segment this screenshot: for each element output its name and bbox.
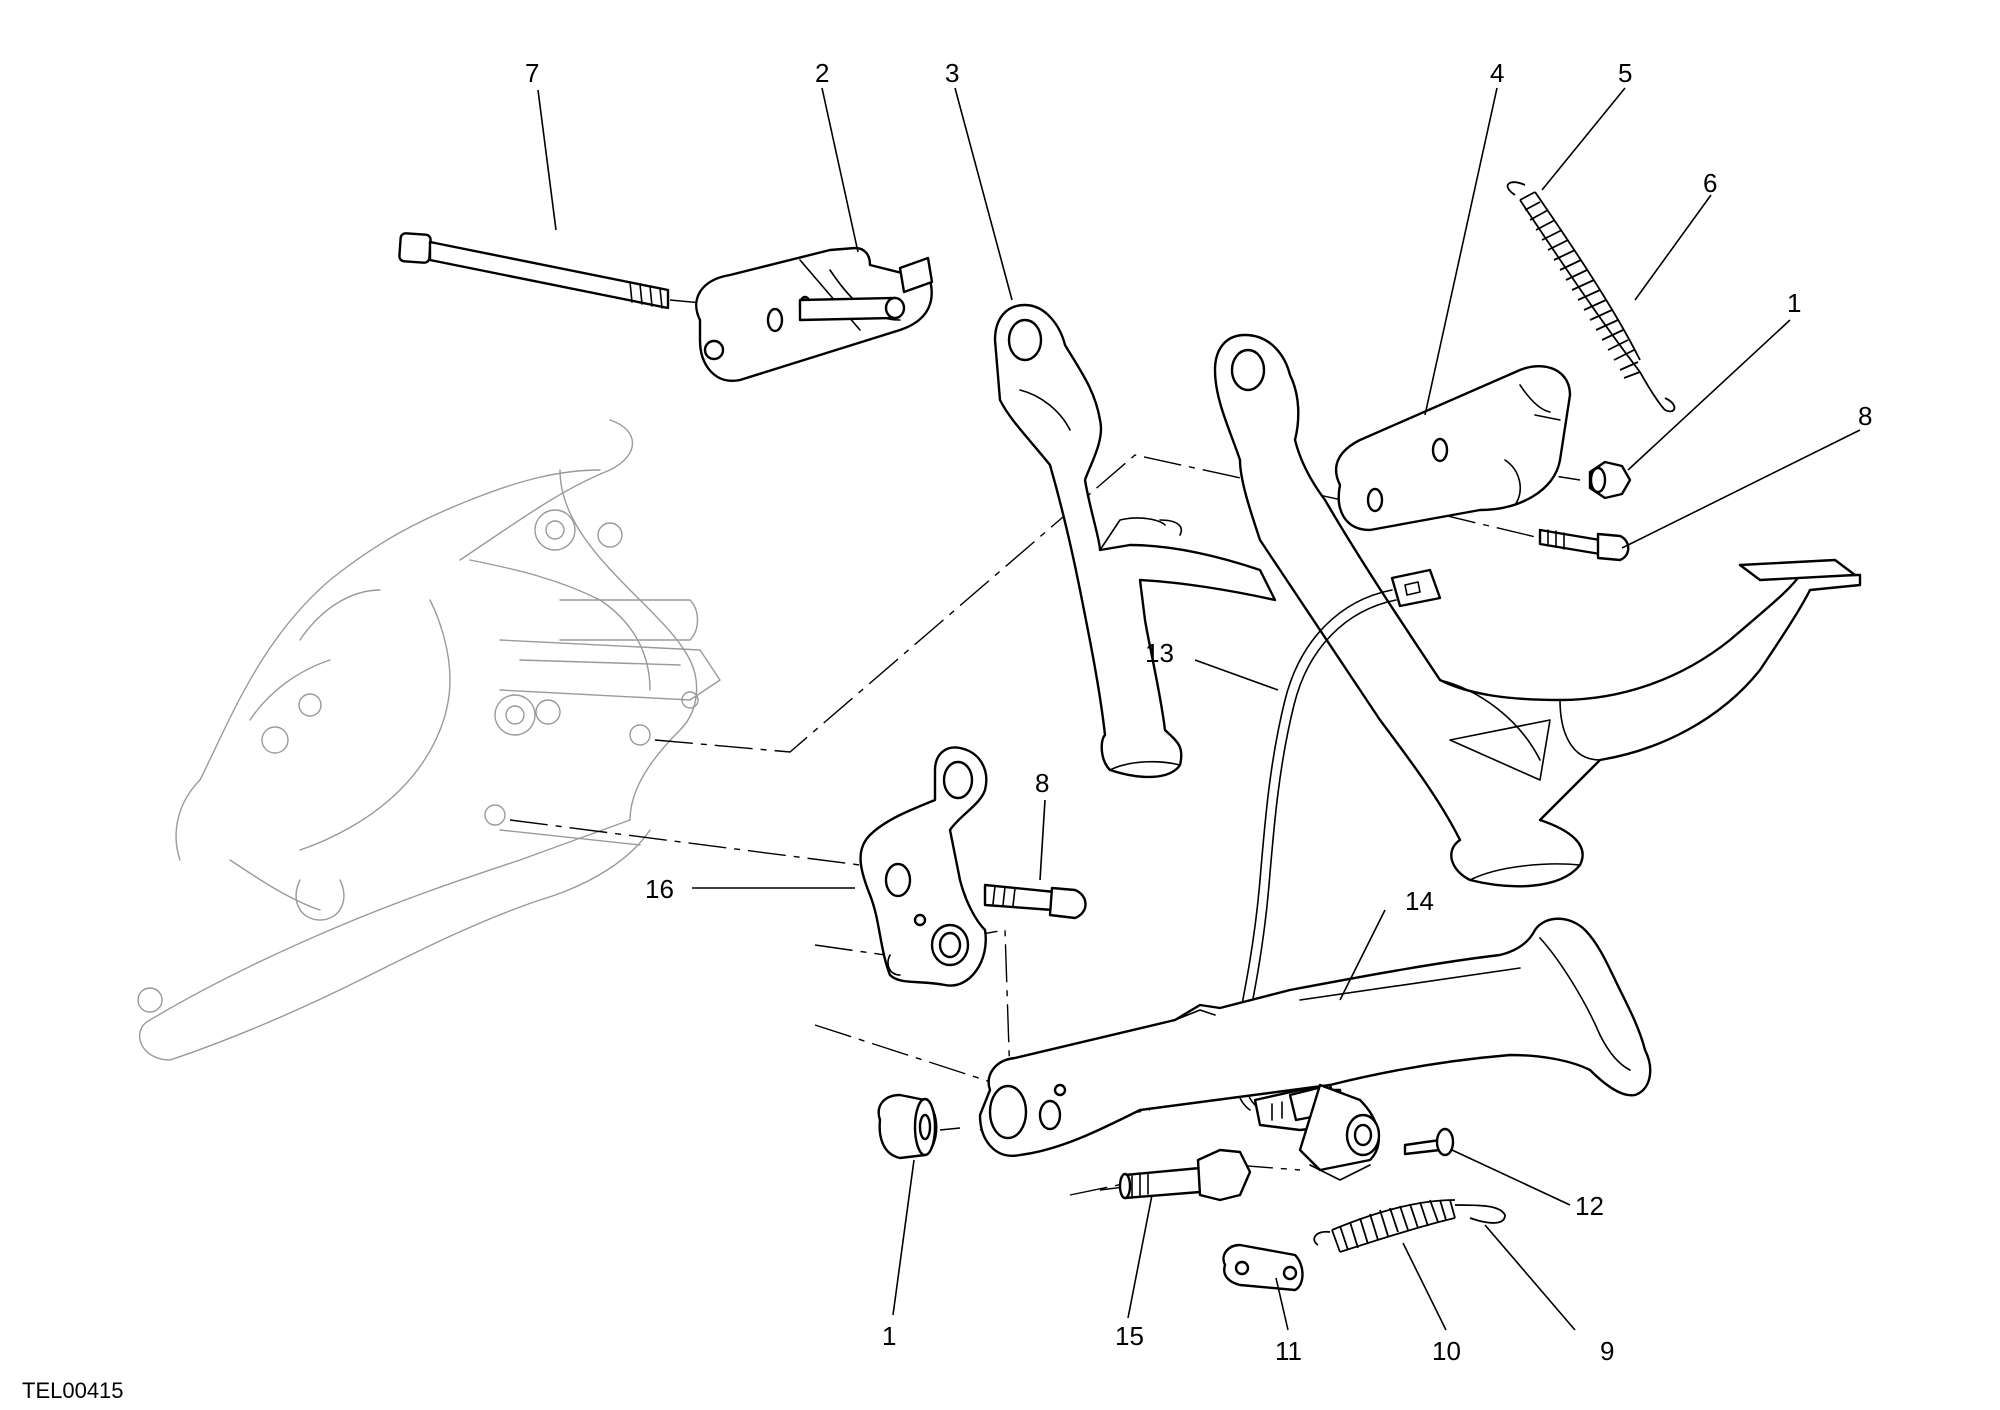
callout-labels: 7 2 3 4 5 6 1 8 13 8 16 14 12 1 15 11 10… (525, 58, 1872, 1366)
part-8-bolt-lower (983, 883, 1087, 920)
callout-8-upper: 8 (1858, 401, 1872, 431)
callout-13: 13 (1145, 638, 1174, 668)
part-14-sidestand (978, 917, 1652, 1181)
part-1-nut-upper (1588, 460, 1632, 500)
part-16-sidestand-bracket (859, 746, 988, 987)
callout-7: 7 (525, 58, 539, 88)
callout-11: 11 (1275, 1336, 1302, 1366)
callout-1-upper: 1 (1787, 288, 1801, 318)
callout-14: 14 (1405, 886, 1434, 916)
part-2-bracket (695, 246, 934, 382)
part-10-spring-lower (1313, 1199, 1506, 1253)
callout-2: 2 (815, 58, 829, 88)
callout-9: 9 (1600, 1336, 1614, 1366)
callout-1-lower: 1 (882, 1321, 896, 1351)
engine-casing-ghost (137, 419, 721, 1061)
part-11-plate (1222, 1243, 1304, 1292)
callout-15: 15 (1115, 1321, 1144, 1351)
callout-4: 4 (1490, 58, 1504, 88)
callout-12: 12 (1575, 1191, 1604, 1221)
callout-3: 3 (945, 58, 959, 88)
callout-16: 16 (645, 874, 674, 904)
part-5-spring-upper (1506, 181, 1676, 413)
callout-10: 10 (1432, 1336, 1461, 1366)
callout-5: 5 (1618, 58, 1632, 88)
part-8-bolt-upper (1538, 528, 1630, 562)
part-4-bracket (1334, 365, 1572, 532)
part-15-pivot-pin (1118, 1148, 1252, 1202)
callout-6: 6 (1703, 168, 1717, 198)
part-1-nut-lower (877, 1093, 938, 1160)
part-12-screw (1403, 1127, 1455, 1157)
part-3-stand-left (993, 303, 1277, 779)
part-7-long-bolt (398, 232, 670, 310)
callout-8-lower: 8 (1035, 768, 1049, 798)
leader-lines (537, 87, 1861, 1331)
drawing-code: TEL00415 (22, 1378, 124, 1403)
